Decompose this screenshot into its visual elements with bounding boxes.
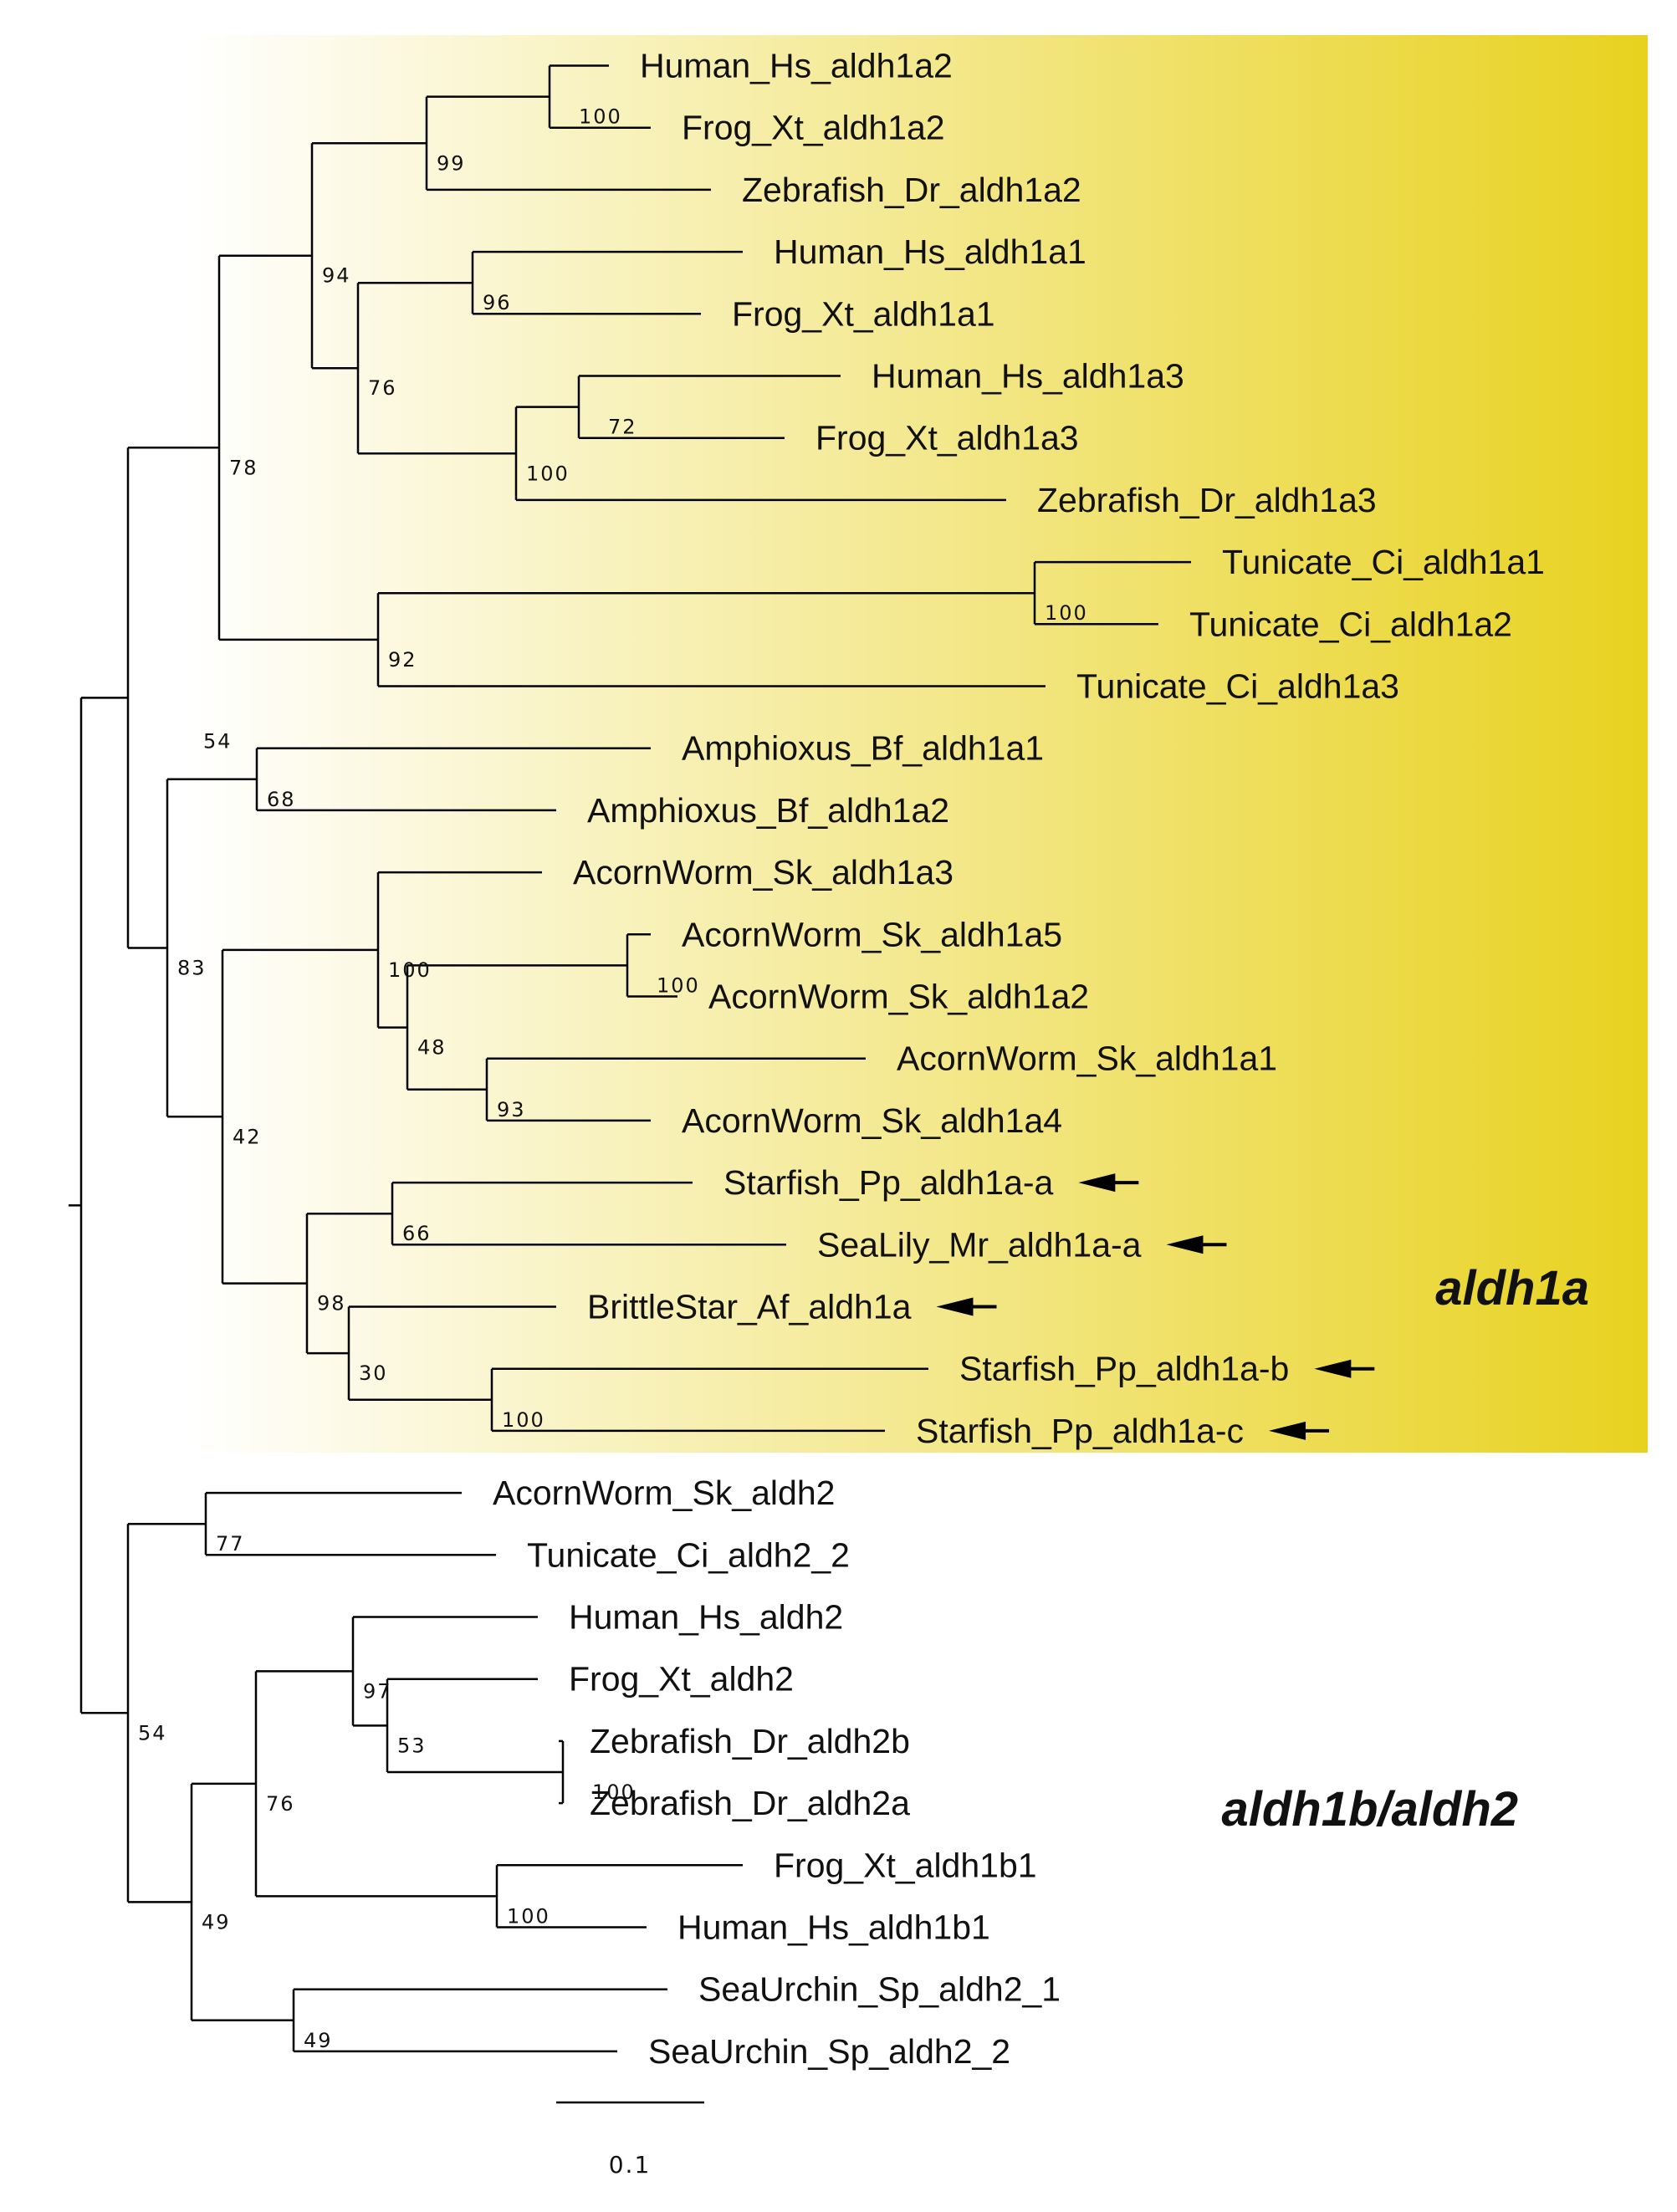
support-value: 100 [526,462,570,485]
arrow-icon [1166,1235,1227,1254]
leaf-label: Frog_Xt_aldh1a2 [682,109,945,147]
leaf-label: Human_Hs_aldh1a2 [640,47,953,85]
support-value: 54 [203,729,233,753]
leaf-label: Tunicate_Ci_aldh1a2 [1189,605,1512,643]
support-value: 99 [437,151,466,175]
support-value: 76 [368,376,397,400]
support-value: 97 [363,1679,392,1703]
leaf-label: AcornWorm_Sk_aldh2 [493,1474,835,1512]
support-value: 83 [177,957,207,980]
leaf-label: AcornWorm_Sk_aldh1a1 [897,1040,1277,1078]
support-value: 49 [202,1910,231,1934]
leaf-label: Zebrafish_Dr_aldh2b [590,1722,910,1760]
arrow-icon [1269,1421,1330,1440]
leaf-label: Frog_Xt_aldh1a1 [732,294,995,333]
leaf-label: Tunicate_Ci_aldh1a1 [1222,543,1545,581]
support-value: 98 [317,1292,346,1315]
support-value: 100 [592,1780,636,1804]
leaf-label: Starfish_Pp_aldh1a-b [959,1350,1289,1388]
leaf-label: AcornWorm_Sk_aldh1a4 [682,1101,1062,1140]
leaf-label: Starfish_Pp_aldh1a-c [916,1412,1244,1450]
arrow-icon [1078,1173,1139,1193]
support-value: 76 [266,1792,295,1816]
leaf-label: Amphioxus_Bf_aldh1a1 [682,729,1044,768]
tree-branches [69,64,1191,2053]
leaf-label: AcornWorm_Sk_aldh1a2 [708,978,1089,1016]
leaf-label: Starfish_Pp_aldh1a-a [723,1163,1054,1202]
leaf-label: Zebrafish_Dr_aldh1a3 [1037,481,1377,519]
support-value: 100 [507,1904,550,1928]
arrow-icon [1314,1359,1375,1378]
support-values: 100 99 96 72 100 76 94 100 92 78 68 100 93 48 100 66 100… [138,105,1088,2052]
support-value: 30 [359,1361,388,1385]
leaf-labels: Human_Hs_aldh1a2Frog_Xt_aldh1a2Zebrafish… [493,47,1545,2071]
support-value: 54 [138,1721,167,1745]
leaf-label: Tunicate_Ci_aldh1a3 [1076,667,1399,706]
support-value: 48 [417,1036,447,1060]
leaf-label: Frog_Xt_aldh2 [569,1660,794,1699]
leaf-label: Zebrafish_Dr_aldh1a2 [742,171,1081,209]
aldh1a-highlight-box [188,35,1648,1453]
support-value: 96 [483,291,512,314]
leaf-label: Human_Hs_aldh2 [569,1598,843,1637]
leaf-label: AcornWorm_Sk_aldh1a5 [682,915,1062,953]
leaf-label: SeaUrchin_Sp_aldh2_1 [698,1970,1061,2009]
leaf-label: BrittleStar_Af_aldh1a [587,1288,912,1326]
support-value: 72 [608,416,637,439]
support-value: 93 [497,1098,526,1121]
leaf-label: Human_Hs_aldh1a1 [774,232,1086,271]
leaf-label: Amphioxus_Bf_aldh1a2 [587,791,949,830]
support-value: 68 [267,788,296,811]
support-value: 77 [216,1532,245,1556]
leaf-label: SeaLily_Mr_aldh1a-a [817,1225,1142,1264]
leaf-label: Human_Hs_aldh1a3 [872,357,1184,396]
support-value: 100 [388,958,432,982]
leaf-label: Zebrafish_Dr_aldh2a [590,1784,910,1822]
leaf-label: Human_Hs_aldh1b1 [677,1908,990,1947]
support-value: 92 [388,648,417,672]
leaf-label: Tunicate_Ci_aldh2_2 [527,1535,850,1574]
highlight-arrows [936,1173,1375,1440]
support-value: 100 [579,105,622,129]
support-value: 94 [322,264,351,288]
support-value: 49 [304,2029,333,2052]
scale-bar-label: 0.1 [609,2151,652,2179]
support-value: 42 [233,1125,262,1148]
support-value: 78 [229,456,258,479]
group-label-aldh1b-aldh2: aldh1b/aldh2 [1221,1782,1518,1837]
leaf-label: SeaUrchin_Sp_aldh2_2 [648,2032,1010,2071]
group-label-aldh1a: aldh1a [1435,1261,1589,1315]
support-value: 100 [657,973,700,997]
support-value: 53 [397,1734,427,1757]
leaf-label: Frog_Xt_aldh1b1 [774,1846,1037,1884]
leaf-label: Frog_Xt_aldh1a3 [815,419,1079,457]
support-value: 100 [502,1408,545,1432]
support-value: 66 [402,1222,432,1245]
leaf-label: AcornWorm_Sk_aldh1a3 [573,853,954,891]
arrow-icon [936,1297,997,1316]
support-value: 100 [1045,601,1088,625]
